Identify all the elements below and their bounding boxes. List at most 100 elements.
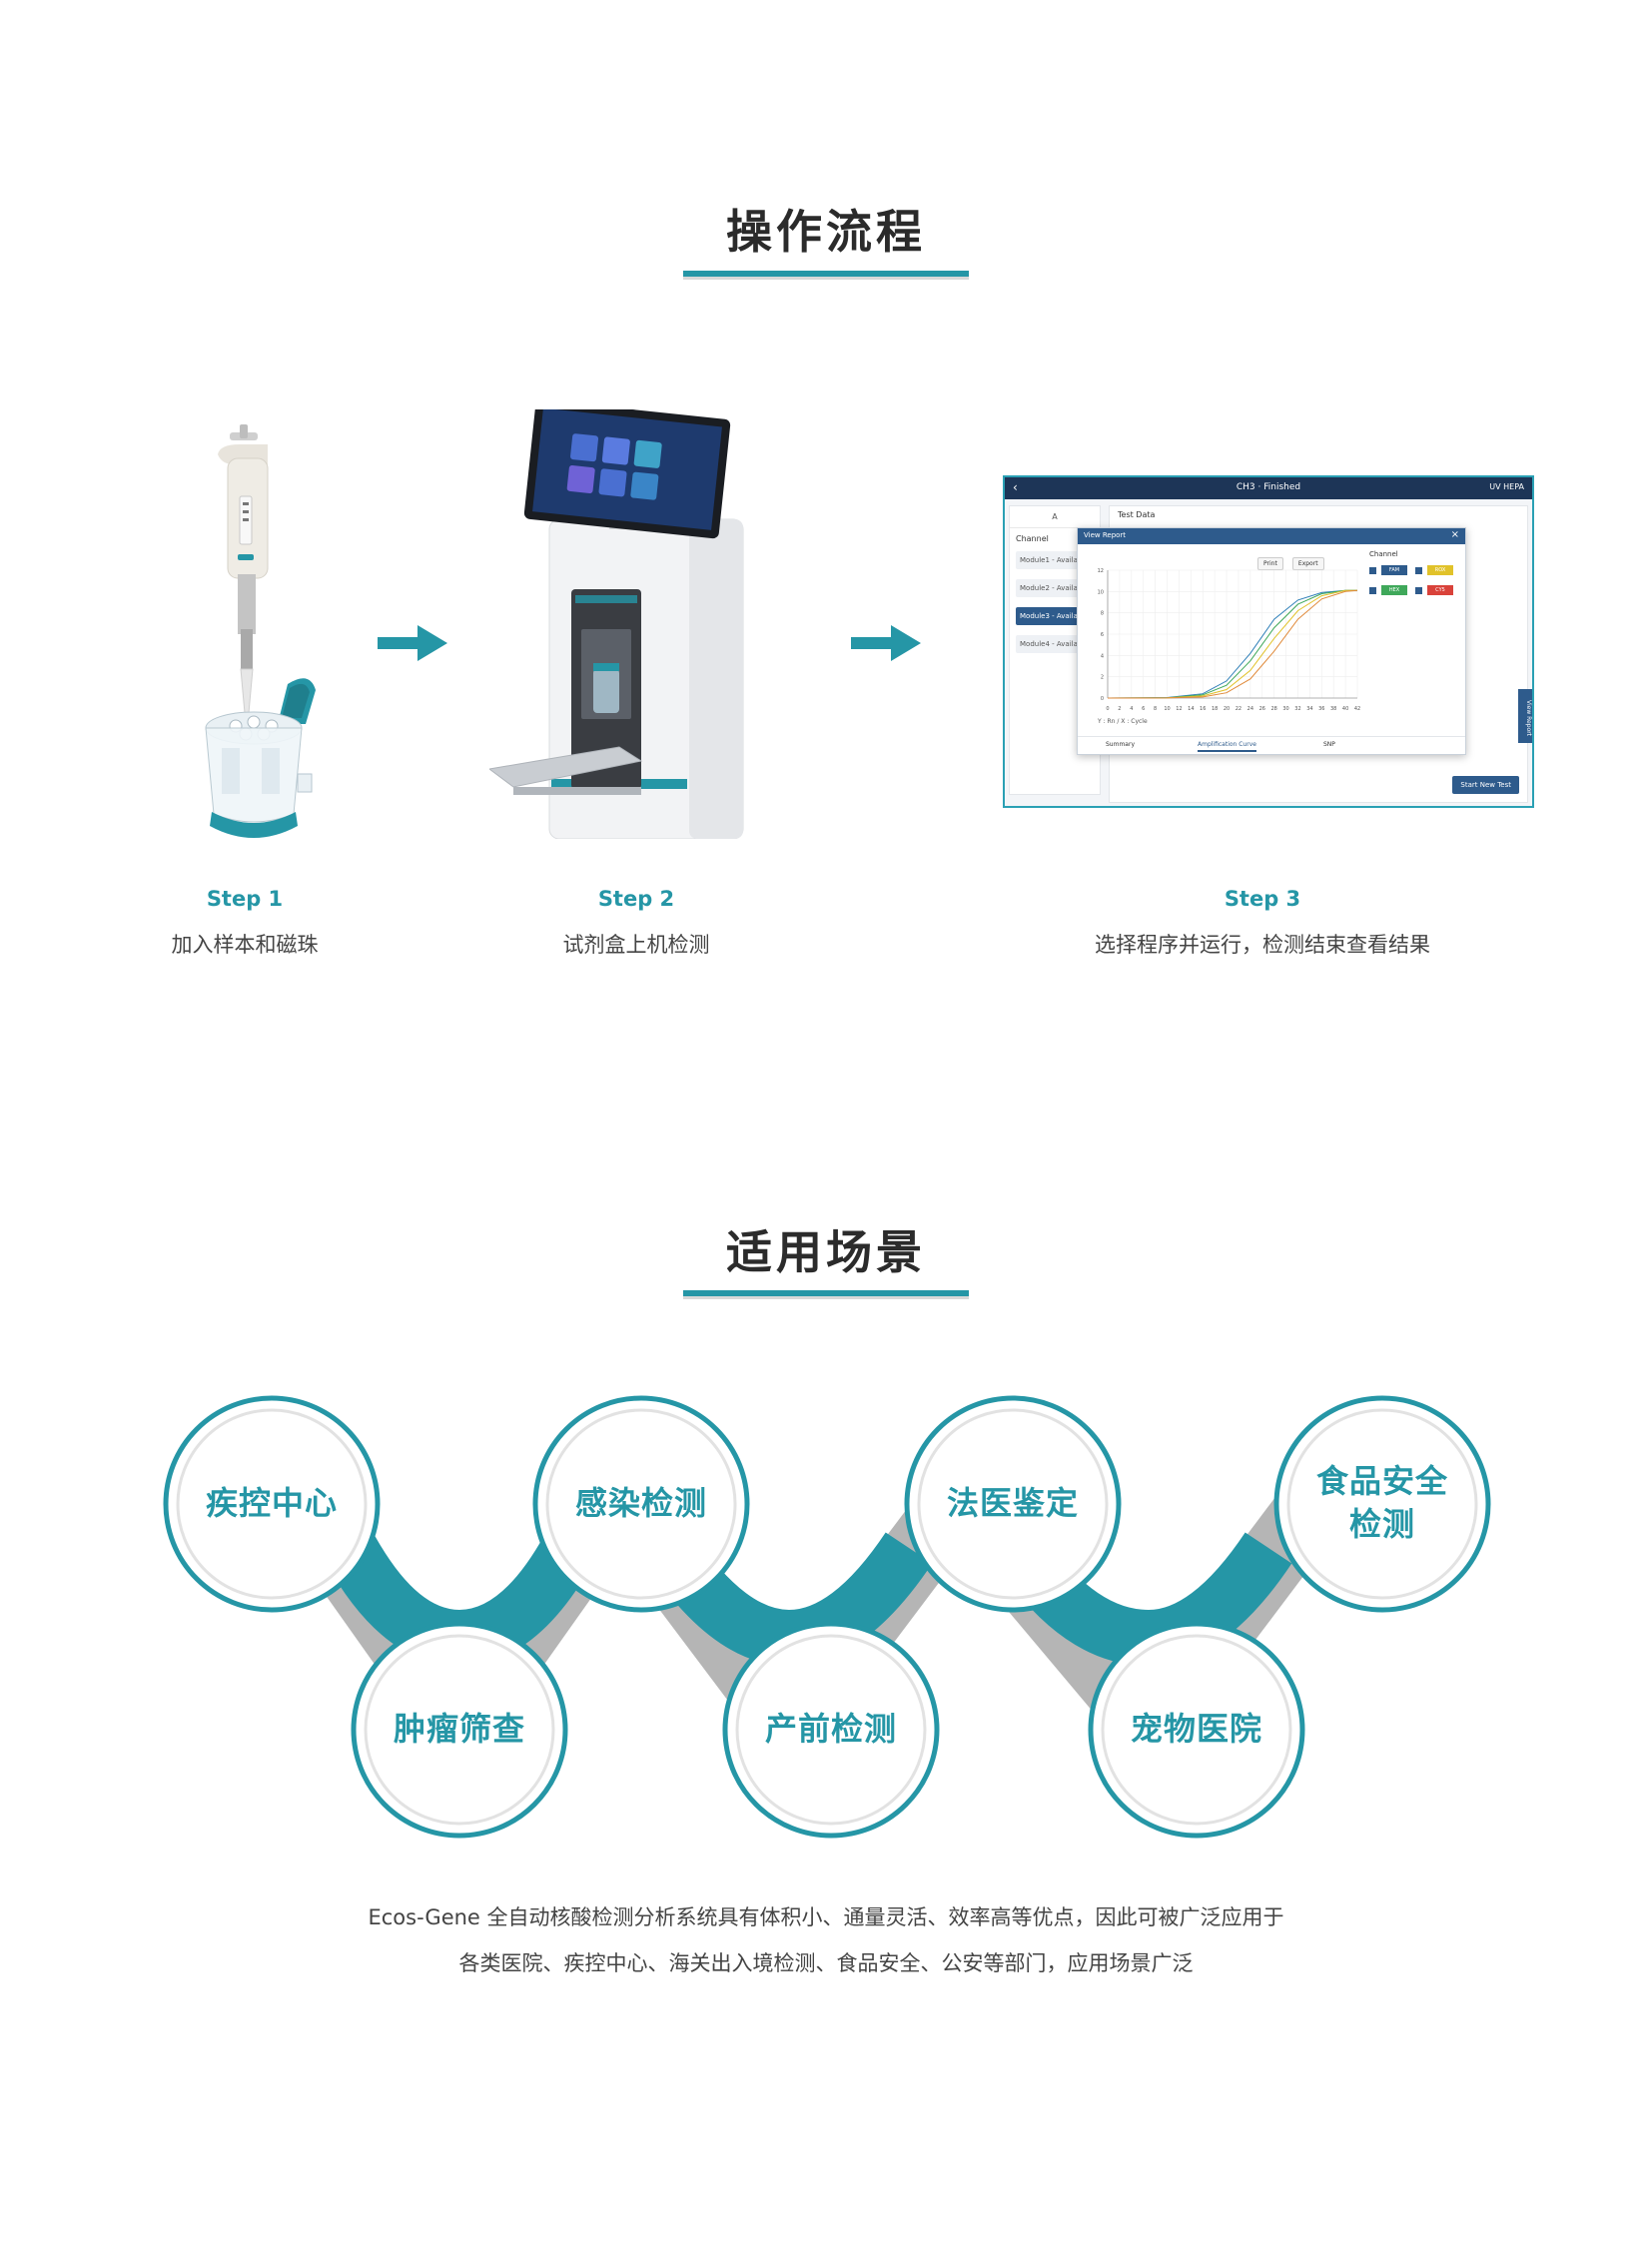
test-data-label: Test Data — [1118, 510, 1156, 519]
channel-legend: Channel FAM ROX HEX CY5 — [1369, 550, 1461, 604]
workflow-title: 操作流程 — [726, 205, 926, 259]
x-tick-label: 26 — [1259, 706, 1265, 712]
module-item[interactable]: Module4 - Available — [1016, 635, 1094, 653]
channel-legend-label: Channel — [1369, 550, 1398, 558]
x-tick-label: 36 — [1318, 706, 1324, 712]
x-tick-label: 10 — [1164, 706, 1170, 712]
software-title: CH3 · Finished — [1236, 482, 1301, 492]
pipette-and-tube-image — [205, 424, 316, 838]
x-tick-label: 24 — [1247, 706, 1253, 712]
scenario-label: 感染检测 — [574, 1484, 707, 1522]
y-tick-label: 2 — [1101, 675, 1104, 681]
module-tab[interactable]: A — [1010, 506, 1100, 528]
close-icon[interactable]: × — [1450, 529, 1459, 540]
dialog-header: View Report × — [1078, 528, 1465, 544]
tab-snp[interactable]: SNP — [1323, 741, 1335, 748]
chart-axis-label: Y : Rn / X : Cycle — [1098, 718, 1148, 725]
step-2-description: 试剂盒上机检测 — [562, 933, 710, 957]
scenario-network — [163, 1395, 1491, 1839]
x-tick-label: 18 — [1212, 706, 1218, 712]
step-3-description: 选择程序并运行，检测结束查看结果 — [1095, 933, 1430, 957]
print-button[interactable]: Print — [1257, 557, 1283, 570]
scenario-label: 产前检测 — [764, 1710, 897, 1748]
scenario-circle — [351, 1621, 568, 1839]
x-tick-label: 6 — [1142, 706, 1145, 712]
scenarios-title: 适用场景 — [726, 1225, 926, 1279]
checkbox-icon[interactable] — [1369, 587, 1376, 594]
module-item[interactable]: Module1 - Available — [1016, 551, 1094, 569]
scenario-circle — [1273, 1395, 1491, 1613]
scenario-label: 疾控中心 — [205, 1484, 338, 1522]
export-button[interactable]: Export — [1291, 557, 1324, 570]
scenario-label: 法医鉴定 — [946, 1484, 1079, 1522]
scenario-circle — [163, 1395, 381, 1613]
y-tick-label: 12 — [1098, 568, 1104, 574]
x-tick-label: 30 — [1282, 706, 1288, 712]
x-tick-label: 28 — [1270, 706, 1276, 712]
y-tick-label: 4 — [1101, 653, 1104, 659]
x-tick-label: 12 — [1176, 706, 1182, 712]
software-status: UV HEPA — [1489, 482, 1524, 491]
y-tick-label: 6 — [1101, 632, 1104, 638]
scenario-circle — [904, 1395, 1122, 1613]
scenario-circle — [1088, 1621, 1305, 1839]
x-tick-label: 20 — [1224, 706, 1230, 712]
y-tick-label: 0 — [1101, 696, 1104, 702]
workflow-title-underline — [683, 271, 969, 280]
x-tick-label: 8 — [1154, 706, 1157, 712]
view-report-side-tab[interactable]: View Report — [1518, 689, 1532, 743]
module-item[interactable]: Module3 - Available — [1016, 607, 1094, 625]
channel-chip: HEX — [1381, 585, 1407, 595]
channel-chip: ROX — [1427, 565, 1453, 575]
x-tick-label: 38 — [1330, 706, 1336, 712]
tab-summary[interactable]: Summary — [1106, 741, 1135, 748]
start-new-test-button[interactable]: Start New Test — [1452, 776, 1519, 794]
checkbox-icon[interactable] — [1415, 587, 1422, 594]
scenario-circle — [722, 1621, 940, 1839]
footer-line-1: Ecos-Gene 全自动核酸检测分析系统具有体积小、通量灵活、效率高等优点，因… — [368, 1905, 1284, 1929]
module-item[interactable]: Module2 - Available — [1016, 579, 1094, 597]
x-tick-label: 16 — [1200, 706, 1206, 712]
x-tick-label: 42 — [1354, 706, 1360, 712]
step-3-label: Step 3 — [1224, 887, 1301, 911]
series-line — [1107, 589, 1357, 699]
step-2-label: Step 2 — [597, 887, 675, 911]
channel-chip: CY5 — [1427, 585, 1453, 595]
step-1-label: Step 1 — [206, 887, 284, 911]
report-tabs: Summary Amplification Curve SNP — [1078, 736, 1465, 754]
analyzer-machine-image — [489, 409, 744, 839]
arrow-right-icon — [378, 625, 447, 661]
x-tick-label: 40 — [1342, 706, 1348, 712]
back-icon[interactable]: ‹ — [1013, 480, 1018, 494]
scenario-circle — [532, 1395, 750, 1613]
x-tick-label: 32 — [1294, 706, 1300, 712]
checkbox-icon[interactable] — [1369, 567, 1376, 574]
y-tick-label: 10 — [1098, 589, 1104, 595]
x-tick-label: 34 — [1306, 706, 1312, 712]
arrow-right-icon — [851, 625, 921, 661]
software-screenshot: ‹ CH3 · Finished UV HEPA A Channel Modul… — [1003, 475, 1534, 808]
scenario-label: 食品安全 检测 — [1315, 1462, 1448, 1544]
scenario-label: 宠物医院 — [1130, 1710, 1262, 1748]
scenarios-title-underline — [683, 1290, 969, 1299]
series-line — [1107, 589, 1357, 699]
footer-line-2: 各类医院、疾控中心、海关出入境检测、食品安全、公安等部门，应用场景广泛 — [458, 1951, 1194, 1975]
x-tick-label: 0 — [1106, 706, 1109, 712]
software-header: ‹ CH3 · Finished UV HEPA — [1005, 477, 1532, 499]
tab-amplification-curve[interactable]: Amplification Curve — [1198, 741, 1256, 752]
x-tick-label: 14 — [1188, 706, 1194, 712]
step-1-description: 加入样本和磁珠 — [171, 933, 319, 957]
channel-chip: FAM — [1381, 565, 1407, 575]
x-tick-label: 2 — [1118, 706, 1121, 712]
x-tick-label: 22 — [1236, 706, 1241, 712]
channel-label: Channel — [1016, 534, 1049, 543]
checkbox-icon[interactable] — [1415, 567, 1422, 574]
series-line — [1107, 589, 1357, 699]
series-line — [1107, 589, 1358, 699]
dialog-title: View Report — [1084, 531, 1127, 539]
y-tick-label: 8 — [1101, 611, 1104, 617]
view-report-dialog: View Report × Print Export Channel FAM R… — [1077, 527, 1466, 755]
scenario-label: 肿瘤筛查 — [393, 1710, 525, 1748]
x-tick-label: 4 — [1130, 706, 1133, 712]
